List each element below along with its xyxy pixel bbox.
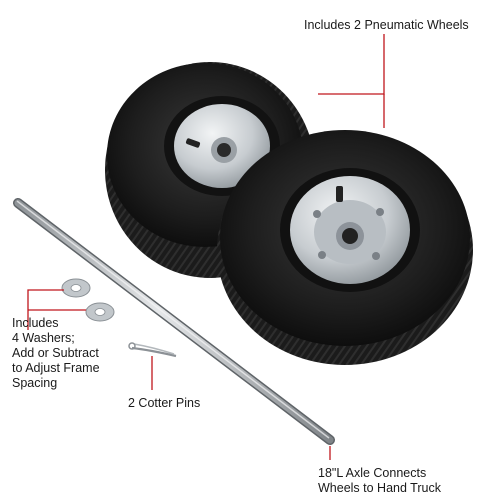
front-wheel	[217, 130, 473, 365]
axle-callout: 18"L Axle Connects Wheels to Hand Truck	[318, 466, 441, 496]
axle-callout-line-1: 18"L Axle Connects	[318, 466, 427, 480]
cotter-pins-callout: 2 Cotter Pins	[128, 396, 200, 411]
washers-callout-line-5: Spacing	[12, 376, 58, 390]
washers-callout-line-4: to Adjust Frame	[12, 361, 100, 375]
wheels-leader-1	[318, 34, 385, 95]
washer-1	[61, 278, 91, 298]
axle-callout-line-2: Wheels to Hand Truck	[318, 481, 441, 495]
wheels-callout-line: Includes 2 Pneumatic Wheels	[304, 18, 469, 32]
wheels-callout: Includes 2 Pneumatic Wheels	[304, 18, 469, 33]
cotter-pins	[128, 342, 177, 358]
washers-leader-1	[27, 289, 64, 330]
axle-rod	[13, 198, 335, 445]
cotter-pins-callout-line: 2 Cotter Pins	[128, 396, 201, 410]
leader-lines	[27, 34, 385, 460]
washers-callout: Includes 4 Washers; Add or Subtract to A…	[12, 316, 100, 391]
washer-2	[85, 302, 115, 322]
washers-callout-line-2: 4 Washers;	[12, 331, 75, 345]
washers-callout-line-3: Add or Subtract	[12, 346, 99, 360]
washers-callout-line-1: Includes	[12, 316, 59, 330]
